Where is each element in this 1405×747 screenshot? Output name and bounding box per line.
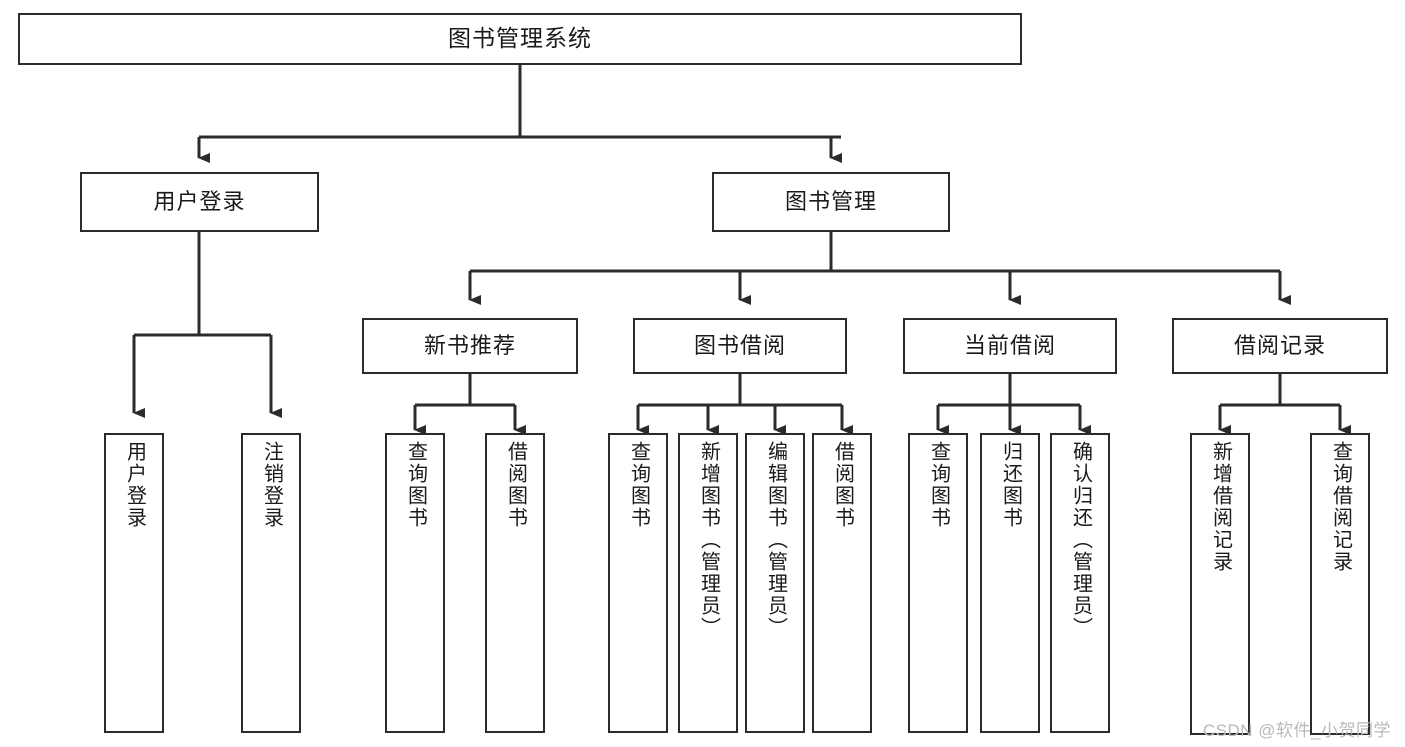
leaf-record-add[interactable]: 新增借阅记录 [1190,433,1250,735]
leaf-current-query-book[interactable]: 查询图书 [908,433,968,733]
leaf-current-confirm-return[interactable]: 确认归还（管理员） [1050,433,1110,733]
node-borrow-record[interactable]: 借阅记录 [1172,318,1388,374]
leaf-label: 用户登录 [123,441,146,529]
node-user-login[interactable]: 用户登录 [80,172,319,232]
leaf-label: 注销登录 [260,441,283,529]
leaf-borrow-add-book[interactable]: 新增图书（管理员） [678,433,738,733]
node-borrow-record-label: 借阅记录 [1233,333,1326,359]
leaf-user-login-logout[interactable]: 注销登录 [241,433,301,733]
leaf-label: 借阅图书 [504,441,527,529]
leaf-borrow-edit-book[interactable]: 编辑图书（管理员） [745,433,805,733]
leaf-user-login-login[interactable]: 用户登录 [104,433,164,733]
leaf-label: 新增借阅记录 [1209,441,1232,573]
node-user-login-label: 用户登录 [153,189,246,215]
leaf-label: 查询图书 [627,441,650,529]
leaf-borrow-borrow-book[interactable]: 借阅图书 [812,433,872,733]
leaf-new-book-borrow[interactable]: 借阅图书 [485,433,545,733]
node-current-borrow-label: 当前借阅 [963,333,1056,359]
leaf-label: 归还图书 [999,441,1022,529]
leaf-label: 查询图书 [404,441,427,529]
leaf-label: 借阅图书 [831,441,854,529]
node-book-borrow-label: 图书借阅 [693,333,786,359]
leaf-label: 编辑图书（管理员） [764,441,787,639]
leaf-record-query[interactable]: 查询借阅记录 [1310,433,1370,735]
node-root-label: 图书管理系统 [448,25,592,52]
node-book-manage-label: 图书管理 [784,189,877,215]
leaf-current-return-book[interactable]: 归还图书 [980,433,1040,733]
leaf-borrow-query-book[interactable]: 查询图书 [608,433,668,733]
leaf-label: 查询图书 [927,441,950,529]
node-new-book-recommend-label: 新书推荐 [423,333,516,359]
leaf-label: 新增图书（管理员） [697,441,720,639]
leaf-label: 查询借阅记录 [1329,441,1352,573]
csdn-watermark: CSDN @软件_小贺同学 [1202,721,1391,740]
leaf-new-book-query[interactable]: 查询图书 [385,433,445,733]
leaf-label: 确认归还（管理员） [1069,441,1092,639]
node-book-borrow[interactable]: 图书借阅 [633,318,847,374]
node-book-manage[interactable]: 图书管理 [712,172,950,232]
node-root[interactable]: 图书管理系统 [18,13,1022,65]
node-current-borrow[interactable]: 当前借阅 [903,318,1117,374]
node-new-book-recommend[interactable]: 新书推荐 [362,318,578,374]
